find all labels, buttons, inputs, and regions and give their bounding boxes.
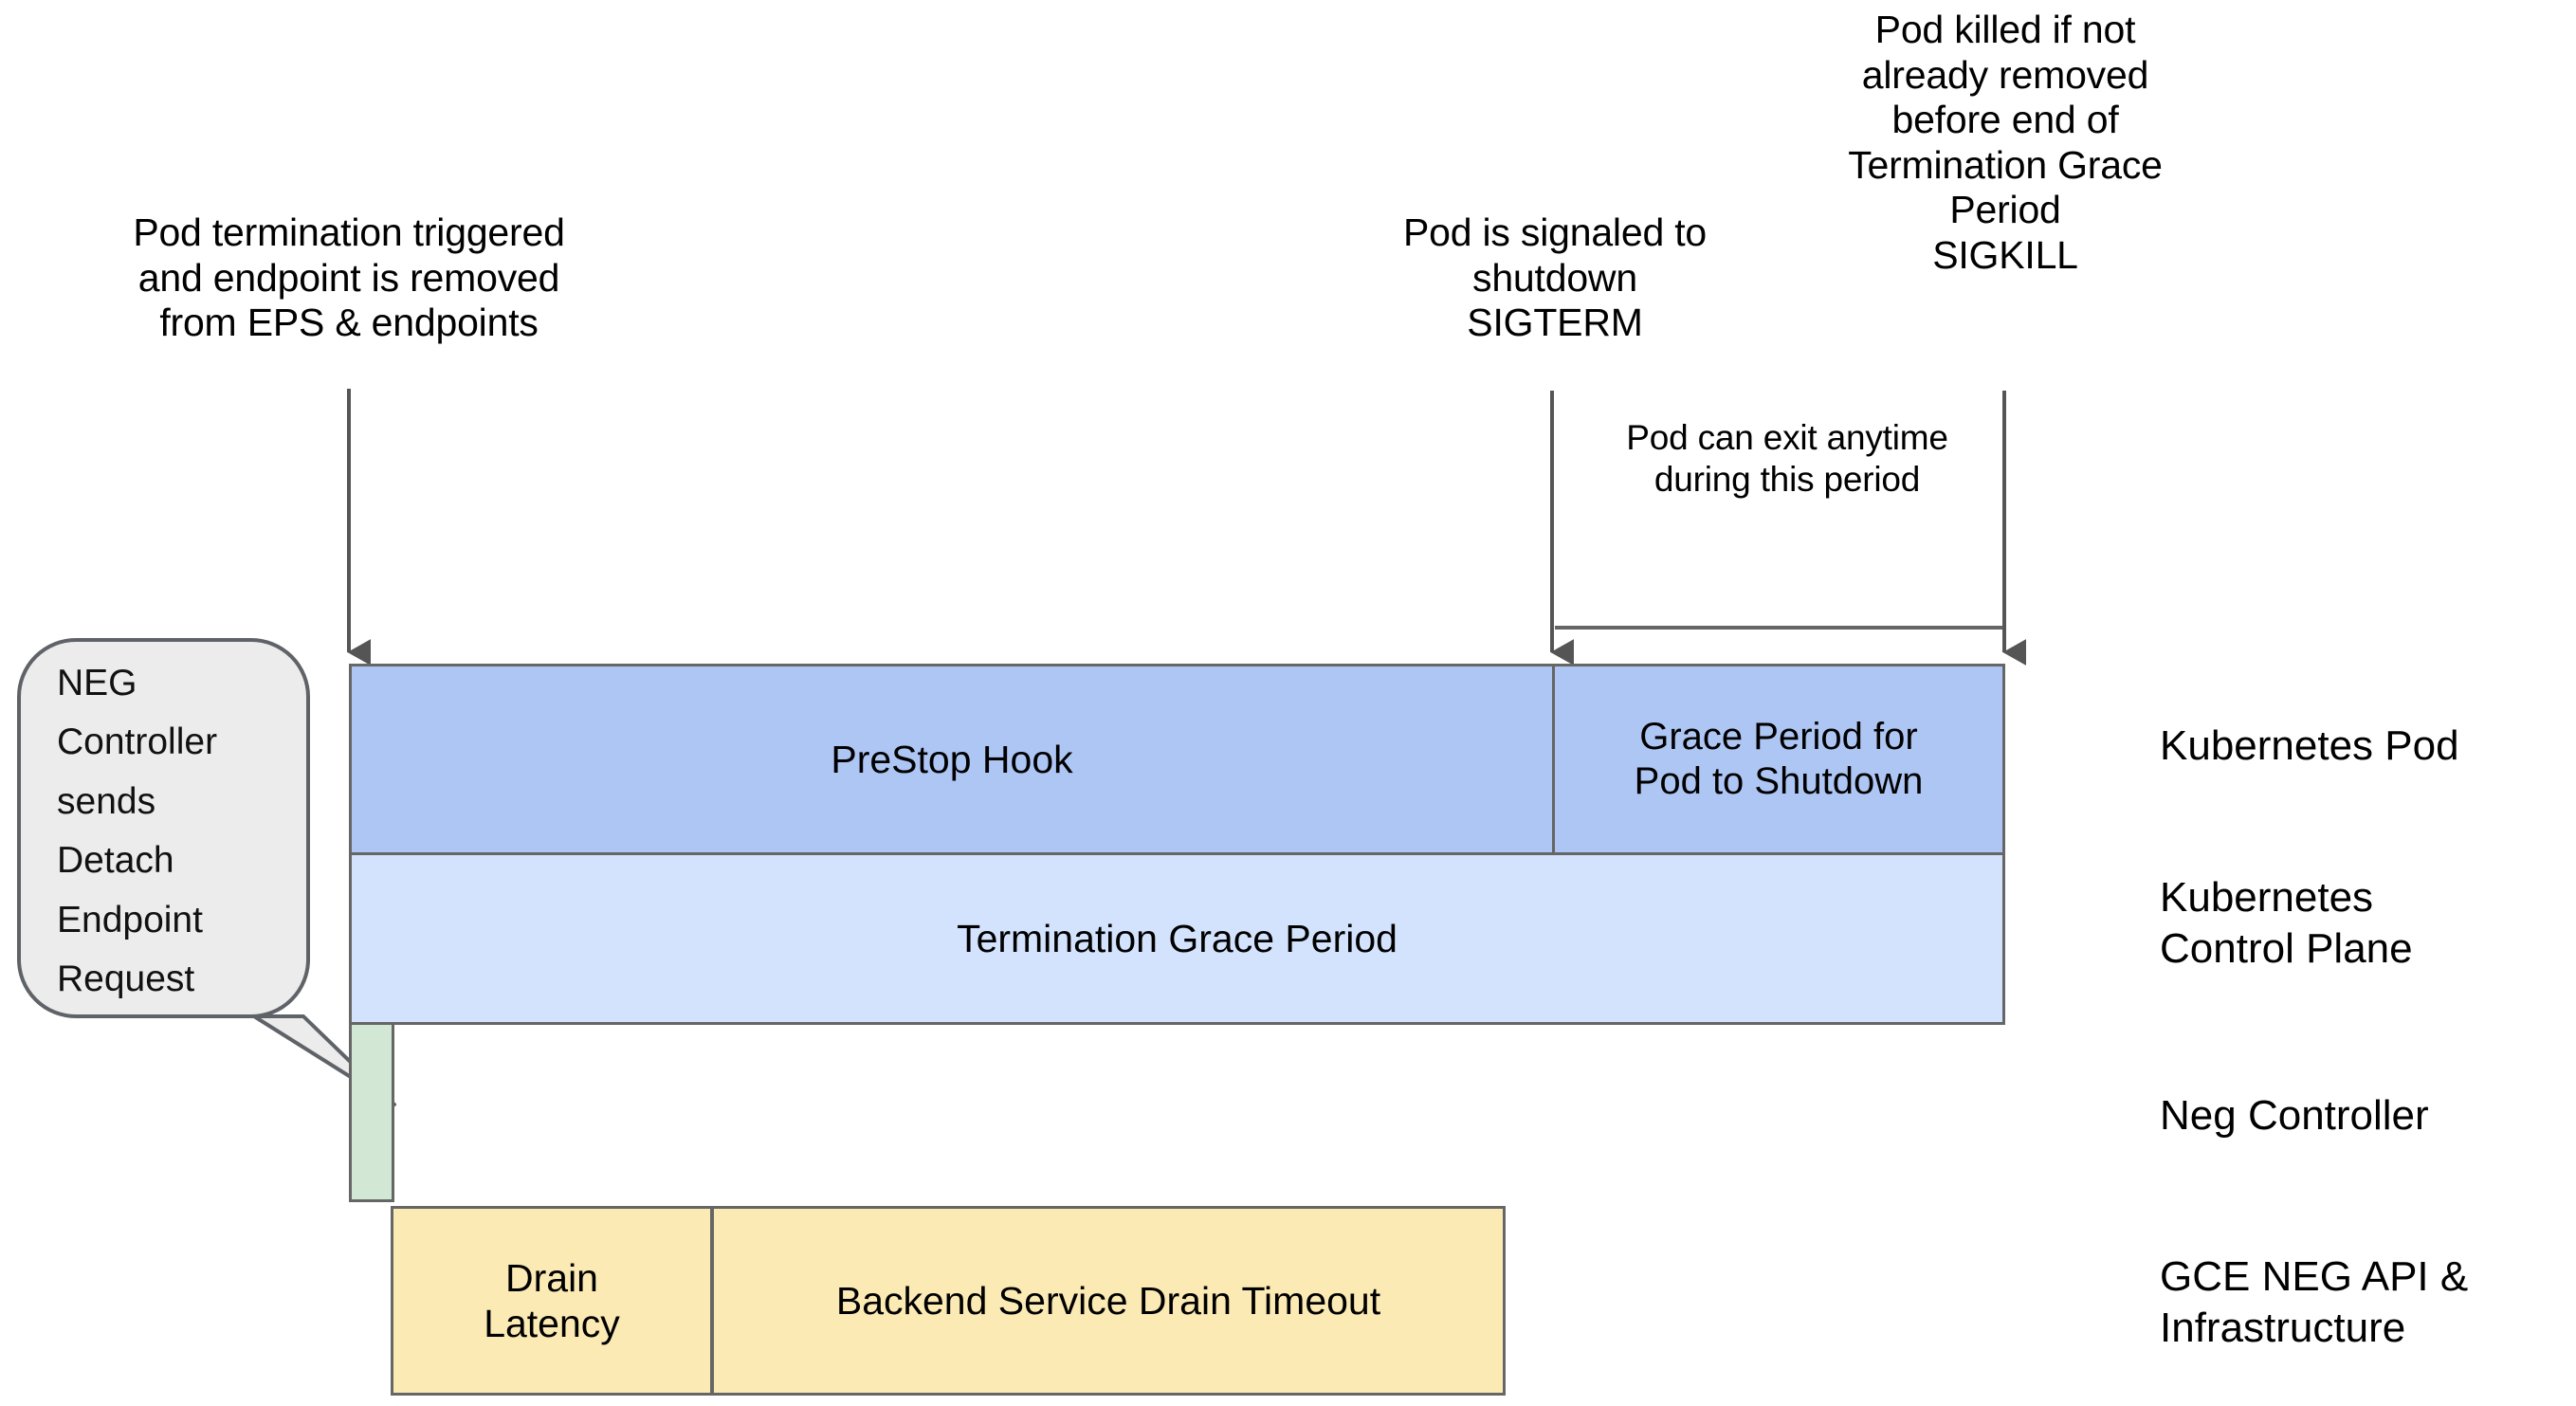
annotation-pod-termination-triggered: Pod termination triggered and endpoint i… [133, 210, 565, 345]
bar-termination-grace-period: Termination Grace Period [349, 852, 2005, 1025]
bar-prestop-hook: PreStop Hook [349, 664, 1555, 855]
lane-label-kubernetes-control-plane: Kubernetes Control Plane [2160, 874, 2413, 972]
bar-drain-latency: Drain Latency [391, 1206, 713, 1396]
lane-label-kubernetes-pod: Kubernetes Pod [2160, 722, 2459, 769]
lane-label-gce-neg-api-infrastructure: GCE NEG API & Infrastructure [2160, 1253, 2469, 1351]
bar-neg-detach-endpoint [349, 1022, 394, 1202]
annotation-pod-can-exit-anytime: Pod can exit anytime during this period [1626, 418, 1948, 499]
neg-callout-bubble [17, 638, 396, 1106]
bar-grace-period-for-pod-to-shutdown: Grace Period for Pod to Shutdown [1552, 664, 2005, 855]
neg-callout-text: NEG Controller sends Detach Endpoint Req… [57, 663, 218, 999]
lane-label-neg-controller: Neg Controller [2160, 1092, 2429, 1139]
bar-backend-service-drain-timeout: Backend Service Drain Timeout [711, 1206, 1506, 1396]
annotation-sigterm: Pod is signaled to shutdown SIGTERM [1402, 210, 1708, 345]
annotation-sigkill: Pod killed if not already removed before… [1848, 8, 2163, 277]
